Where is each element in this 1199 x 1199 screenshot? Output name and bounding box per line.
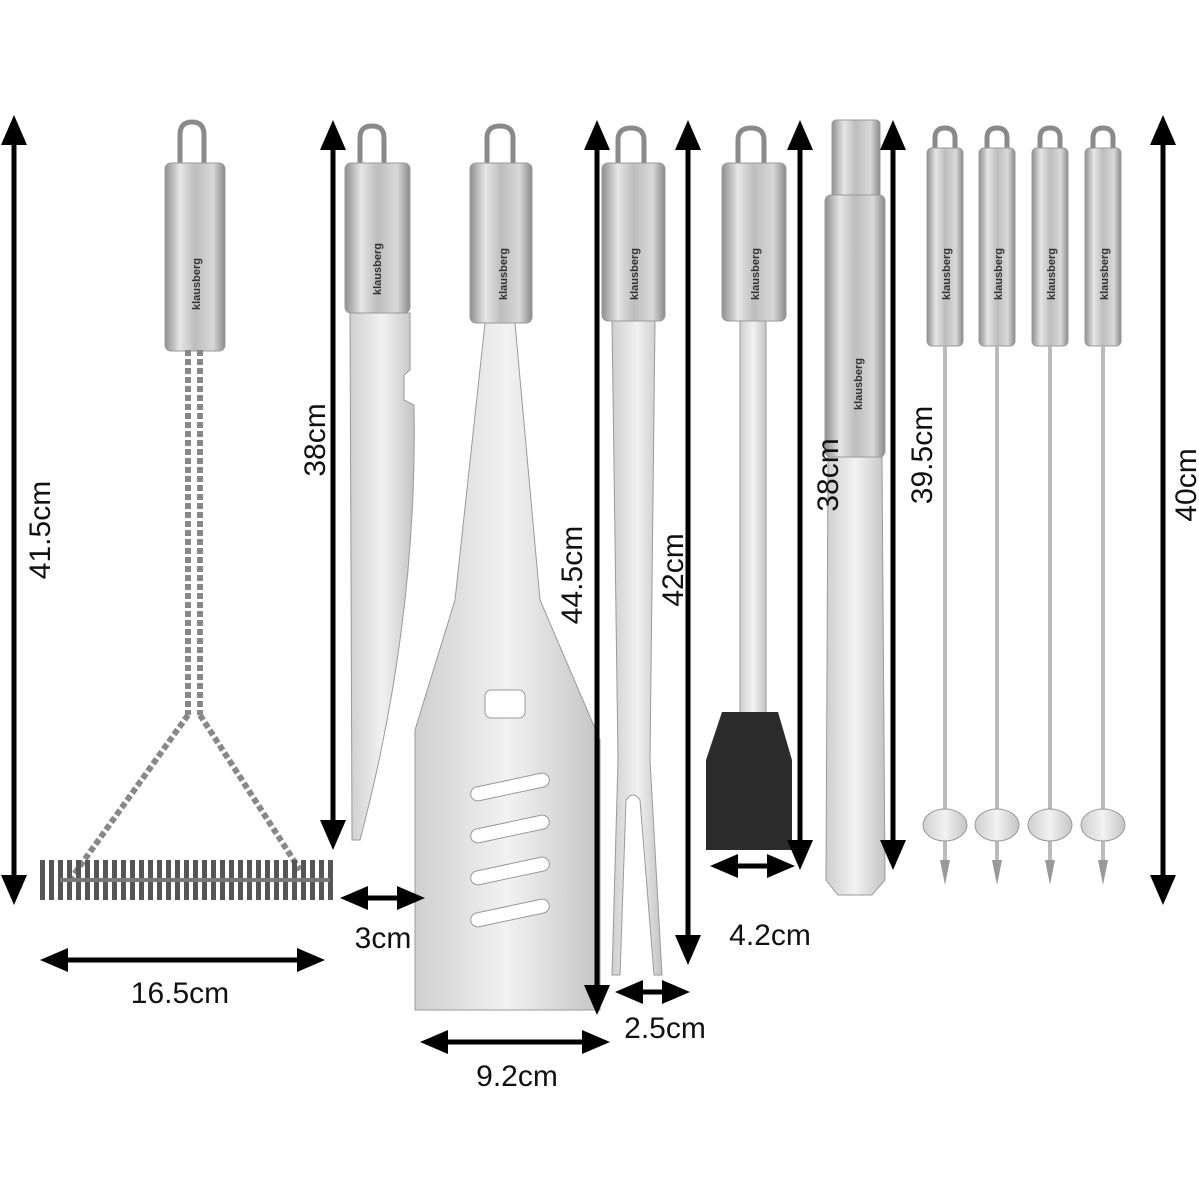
width-label-fork: 2.5cm	[624, 1012, 706, 1045]
brand-logo: klausberg	[750, 248, 762, 300]
arrowhead-up-icon	[320, 120, 346, 150]
skewer: klausberg	[1080, 125, 1126, 885]
twisted-wire	[67, 350, 303, 882]
brand-logo: klausberg	[498, 248, 510, 300]
arrowhead-right-icon	[662, 980, 690, 1004]
width-label-grill-brush: 16.5cm	[131, 977, 229, 1010]
arrowhead-left-icon	[710, 854, 738, 878]
arrowhead-right-icon	[582, 1030, 610, 1054]
arrowhead-up-icon	[787, 120, 813, 150]
blade	[349, 312, 415, 841]
arrowhead-down-icon	[584, 985, 610, 1015]
skewer: klausberg	[1027, 125, 1073, 885]
height-label-tongs: 39.5cm	[906, 406, 939, 504]
width-arrow	[615, 980, 690, 1004]
hanging-loop	[177, 119, 207, 165]
height-label-grill-brush: 41.5cm	[24, 481, 57, 579]
arrowhead-down-icon	[1150, 875, 1176, 905]
height-arrow	[880, 120, 906, 870]
brand-logo: klausberg	[629, 248, 641, 300]
width-label-spatula: 9.2cm	[476, 1060, 558, 1093]
height-label-skewers: 40cm	[1170, 448, 1199, 521]
height-label-basting-brush: 38cm	[812, 438, 845, 511]
brand-logo: klausberg	[1099, 248, 1111, 300]
skewer: klausberg	[922, 125, 968, 885]
height-arrow	[675, 120, 701, 965]
arrowhead-up-icon	[584, 120, 610, 150]
basting-brush: klausberg	[706, 125, 792, 850]
arrowhead-down-icon	[320, 820, 346, 850]
brand-logo: klausberg	[372, 243, 384, 295]
width-arrow	[340, 886, 425, 910]
width-arrow	[420, 1030, 610, 1054]
lock-ring	[831, 119, 881, 199]
arrowhead-down-icon	[880, 840, 906, 870]
silicone-head	[706, 712, 792, 850]
spatula-blade	[414, 322, 601, 1011]
fork-tines	[611, 320, 663, 976]
handle	[824, 194, 886, 458]
arrowhead-right-icon	[297, 948, 325, 972]
height-arrow	[320, 120, 346, 850]
width-arrow	[40, 948, 325, 972]
brand-logo: klausberg	[853, 358, 865, 410]
width-arrow	[710, 854, 795, 878]
brand-logo: klausberg	[191, 258, 203, 310]
brand-logo: klausberg	[993, 248, 1005, 300]
tong-arms	[825, 456, 886, 896]
shaft	[739, 320, 767, 717]
knife: klausberg	[344, 123, 415, 841]
height-arrow	[787, 120, 813, 870]
width-label-knife: 3cm	[355, 922, 412, 955]
width-label-basting-brush: 4.2cm	[729, 919, 811, 952]
arrowhead-up-icon	[1150, 115, 1176, 145]
handle	[164, 162, 226, 352]
arrowhead-up-icon	[880, 120, 906, 150]
arrowhead-up-icon	[675, 120, 701, 150]
spatula: klausberg	[414, 123, 601, 1011]
height-arrow	[1, 115, 27, 905]
height-arrow	[1150, 115, 1176, 905]
height-arrows	[1, 115, 1176, 1015]
arrowhead-right-icon	[397, 886, 425, 910]
arrowhead-left-icon	[340, 886, 368, 910]
brand-logo: klausberg	[941, 248, 953, 300]
tongs: klausberg	[824, 119, 886, 896]
arrowhead-left-icon	[40, 948, 68, 972]
height-label-knife: 38cm	[299, 403, 332, 476]
arrowhead-right-icon	[767, 854, 795, 878]
arrowhead-down-icon	[675, 935, 701, 965]
fork: klausberg	[601, 125, 666, 976]
skewers: klausberg klausberg klausberg klausberg	[922, 125, 1126, 885]
arrowhead-down-icon	[787, 840, 813, 870]
height-label-spatula: 44.5cm	[556, 526, 589, 624]
brand-logo: klausberg	[1046, 248, 1058, 300]
skewer: klausberg	[974, 125, 1020, 885]
arrowhead-left-icon	[615, 980, 643, 1004]
height-label-fork: 42cm	[657, 533, 690, 606]
height-arrow	[584, 120, 610, 1015]
width-arrows	[40, 854, 795, 1054]
arrowhead-left-icon	[420, 1030, 448, 1054]
arrowhead-down-icon	[1, 875, 27, 905]
grill-brush: klausberg	[40, 119, 335, 900]
arrowhead-up-icon	[1, 115, 27, 145]
